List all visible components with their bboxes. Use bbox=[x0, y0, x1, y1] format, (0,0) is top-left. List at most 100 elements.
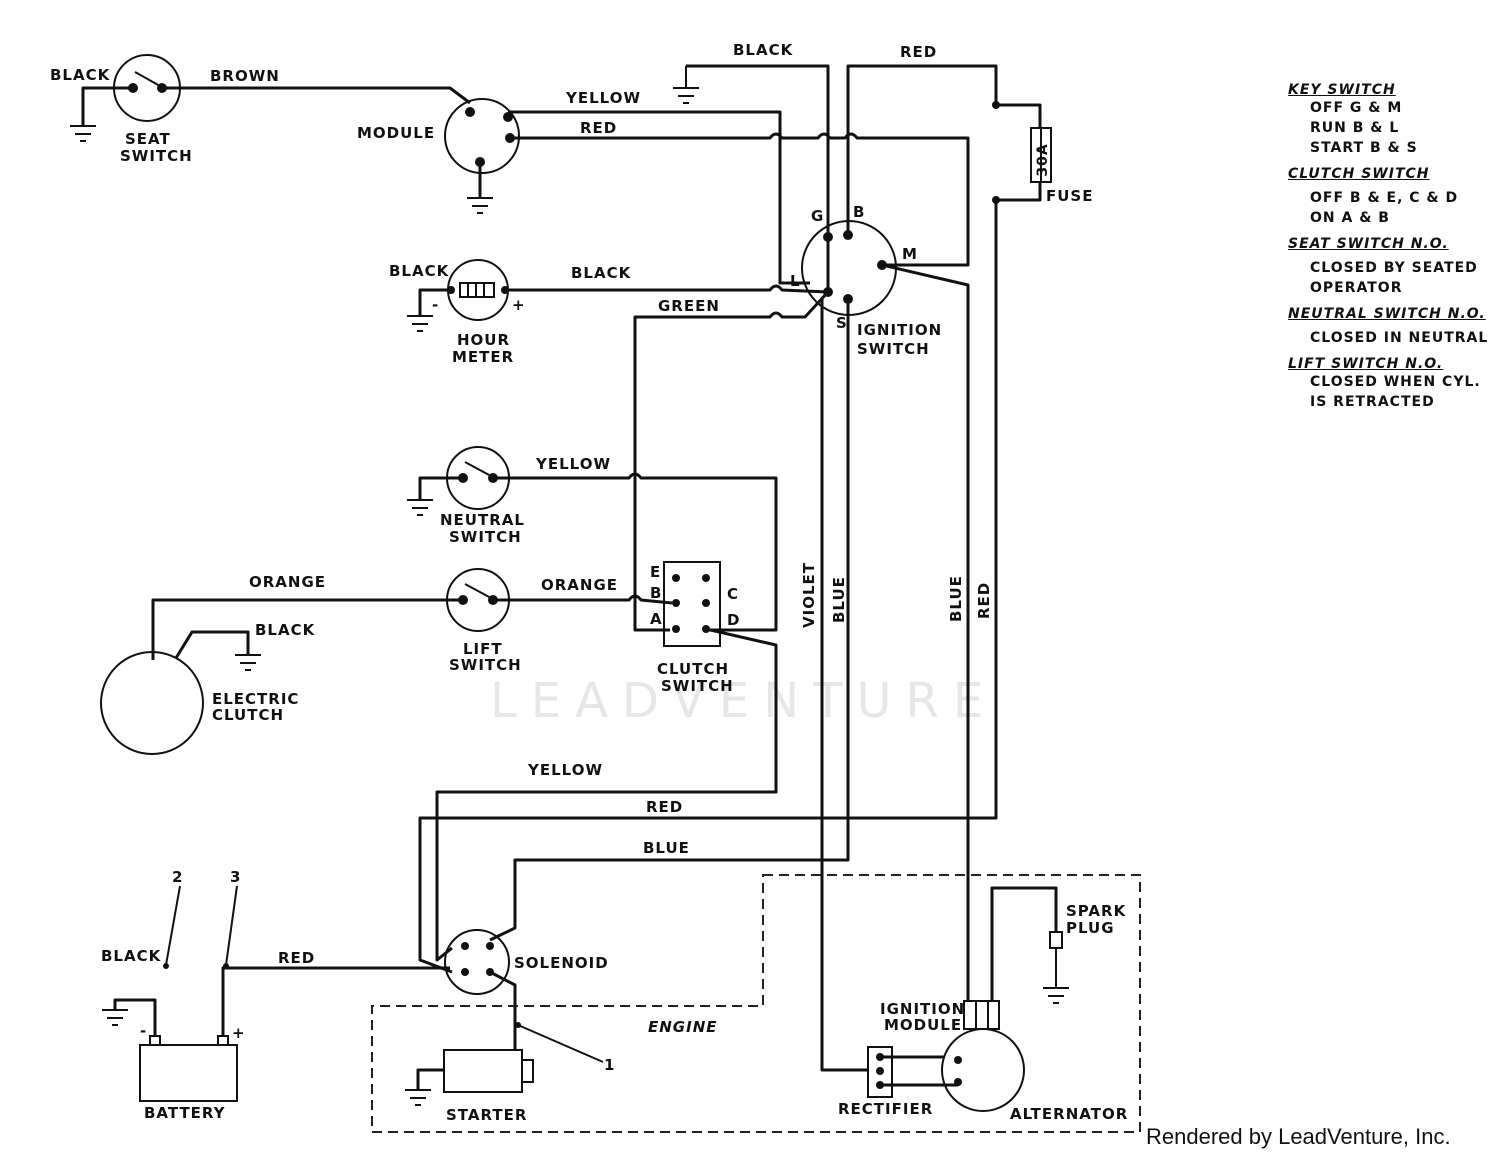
wire-label-red-2: RED bbox=[900, 43, 937, 61]
wire-label-black-6: BLACK bbox=[101, 947, 162, 965]
starter bbox=[443, 1049, 534, 1093]
wire-label-blue-3: BLUE bbox=[947, 575, 965, 622]
blue-wire-m bbox=[881, 263, 970, 1002]
ground-icon bbox=[407, 315, 433, 332]
wire-label-red-3: RED bbox=[646, 798, 683, 816]
callout-line-1 bbox=[517, 1024, 604, 1063]
clutch-switch-label-1: CLUTCH bbox=[657, 660, 729, 678]
red-wire-module bbox=[510, 132, 970, 267]
legend-line: START B & S bbox=[1310, 140, 1418, 156]
ground-icon bbox=[467, 197, 493, 214]
legend-line: OFF B & E, C & D bbox=[1310, 190, 1459, 206]
legend-line: IS RETRACTED bbox=[1310, 394, 1435, 410]
yellow-wire-neutral bbox=[493, 472, 778, 632]
orange-wire-clutch bbox=[151, 598, 463, 660]
battery-ground-wire bbox=[113, 998, 157, 1036]
legend-line: CLOSED BY SEATED bbox=[1310, 260, 1478, 276]
neutral-switch-label-1: NEUTRAL bbox=[440, 511, 525, 529]
watermark: LEADVENTURE bbox=[490, 673, 997, 729]
wire-label-green: GREEN bbox=[658, 297, 720, 315]
battery bbox=[139, 1035, 238, 1102]
ground-icon bbox=[1043, 987, 1069, 1004]
ignition-module bbox=[963, 1000, 1000, 1030]
legend-title: CLUTCH SWITCH bbox=[1288, 166, 1430, 182]
wire-label-blue-1: BLUE bbox=[643, 839, 690, 857]
module bbox=[444, 98, 520, 174]
black-wire-ground bbox=[686, 64, 830, 296]
wire-label-brown: BROWN bbox=[210, 67, 280, 85]
callout-line-2 bbox=[165, 885, 181, 966]
hour-meter bbox=[447, 259, 509, 321]
terminal-e: E bbox=[650, 563, 661, 581]
neutral-switch-label-2: SWITCH bbox=[449, 528, 522, 546]
brown-wire bbox=[162, 86, 471, 105]
terminal-g: G bbox=[811, 207, 824, 225]
ground-icon bbox=[70, 125, 96, 142]
rectifier-label: RECTIFIER bbox=[838, 1100, 933, 1118]
seat-ground-wire bbox=[81, 86, 133, 126]
terminal-l: L bbox=[790, 272, 801, 290]
credit-text: Rendered by LeadVenture, Inc. bbox=[1146, 1124, 1451, 1149]
legend-title: SEAT SWITCH N.O. bbox=[1288, 236, 1449, 252]
terminal-a: A bbox=[650, 610, 663, 628]
yellow-wire-solenoid bbox=[435, 627, 778, 962]
callout-2: 2 bbox=[172, 868, 183, 886]
starter-ground-wire bbox=[416, 1068, 444, 1090]
module-label: MODULE bbox=[357, 124, 435, 142]
meter-neg: - bbox=[432, 296, 439, 314]
spark-plug-wire bbox=[990, 886, 1058, 1001]
legend: KEY SWITCH OFF G & M RUN B & L START B &… bbox=[1288, 76, 1493, 412]
ground-icon bbox=[405, 1089, 431, 1106]
wire-label-black: BLACK bbox=[50, 66, 111, 84]
ground-icon bbox=[673, 66, 699, 104]
spark-plug bbox=[1049, 931, 1063, 988]
terminal-c: C bbox=[727, 585, 739, 603]
meter-ground-wire bbox=[418, 288, 451, 316]
battery-pos: + bbox=[232, 1024, 246, 1042]
clutch-switch-label-2: SWITCH bbox=[661, 677, 734, 695]
legend-line: OPERATOR bbox=[1310, 280, 1403, 296]
spark-plug-label-1: SPARK bbox=[1066, 902, 1127, 920]
clutch-switch bbox=[663, 561, 721, 647]
ignition-module-label-1: IGNITION bbox=[880, 1000, 965, 1018]
neutral-ground-wire bbox=[418, 476, 463, 500]
legend-clutch-switch: CLUTCH SWITCH OFF B & E, C & D ON A & B bbox=[1288, 166, 1493, 228]
wire-label-red-4: RED bbox=[975, 582, 993, 619]
wire-label-yellow-2: YELLOW bbox=[535, 455, 611, 473]
black-wire-meter bbox=[505, 284, 829, 294]
ignition-switch-label-2: SWITCH bbox=[857, 340, 930, 358]
ignition-switch-label-1: IGNITION bbox=[857, 321, 942, 339]
wire-label-black-2: BLACK bbox=[733, 41, 794, 59]
ground-icon bbox=[235, 654, 261, 671]
alternator bbox=[941, 1028, 1025, 1112]
legend-key-switch: KEY SWITCH OFF G & M RUN B & L START B &… bbox=[1288, 82, 1493, 158]
solenoid bbox=[444, 929, 510, 995]
green-wire bbox=[633, 290, 830, 632]
solenoid-label: SOLENOID bbox=[514, 954, 609, 972]
wire-label-blue-2: BLUE bbox=[830, 576, 848, 623]
battery-label: BATTERY bbox=[144, 1104, 226, 1122]
orange-wire-lift bbox=[493, 594, 673, 605]
engine-boundary bbox=[371, 874, 1141, 1133]
hour-meter-label-1: HOUR bbox=[457, 331, 510, 349]
electric-clutch-label-1: ELECTRIC bbox=[212, 690, 299, 708]
seat-switch-label-1: SEAT bbox=[125, 130, 171, 148]
terminal-b2: B bbox=[650, 584, 662, 602]
fuse-label: FUSE bbox=[1046, 187, 1093, 205]
seat-switch-label-2: SWITCH bbox=[120, 147, 193, 165]
wire-label-black-3: BLACK bbox=[389, 262, 450, 280]
ground-icon bbox=[102, 1009, 128, 1026]
legend-line: OFF G & M bbox=[1310, 100, 1403, 116]
alternator-label: ALTERNATOR bbox=[1010, 1105, 1128, 1123]
terminal-b: B bbox=[853, 203, 865, 221]
engine-label: ENGINE bbox=[648, 1018, 718, 1036]
starter-label: STARTER bbox=[446, 1106, 527, 1124]
terminal-d: D bbox=[727, 611, 740, 629]
terminal-m: M bbox=[902, 245, 918, 263]
legend-line: CLOSED IN NEUTRAL bbox=[1310, 330, 1489, 346]
wire-label-orange-2: ORANGE bbox=[541, 576, 618, 594]
legend-title: LIFT SWITCH N.O. bbox=[1288, 356, 1444, 372]
lift-switch-label-2: SWITCH bbox=[449, 656, 522, 674]
fuse-rating: 30A bbox=[1035, 143, 1051, 176]
